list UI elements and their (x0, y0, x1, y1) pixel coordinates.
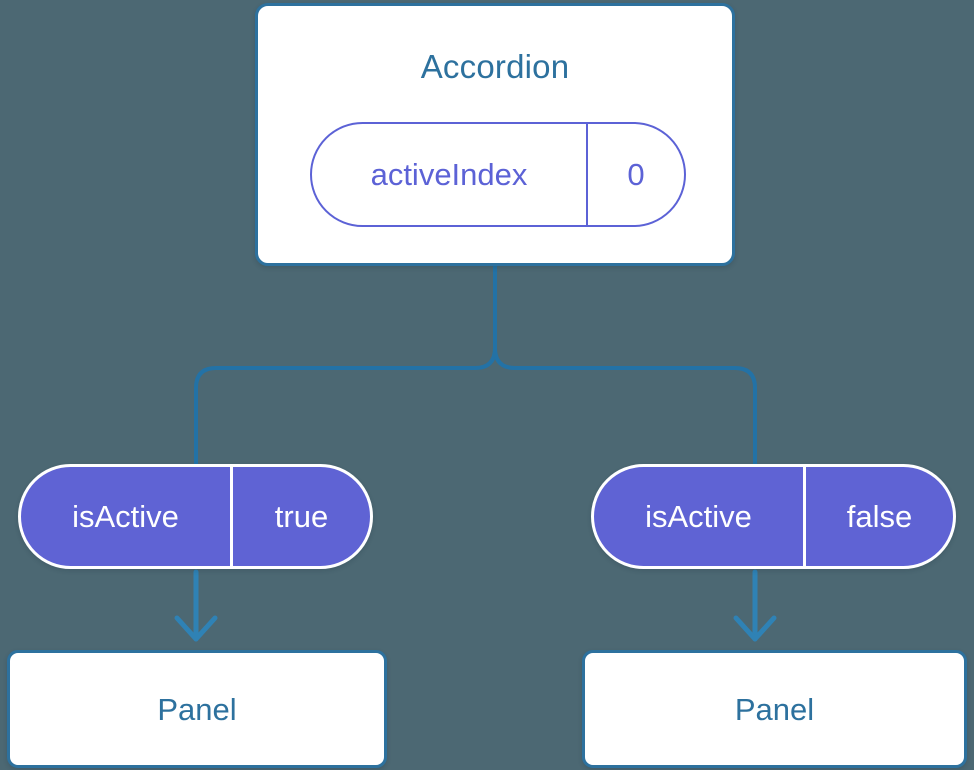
branch-line-left (194, 264, 497, 466)
prop-pill-key: isActive (594, 467, 806, 566)
arrow-down-icon-left (174, 569, 218, 642)
accordion-node[interactable]: Accordion activeIndex 0 (255, 3, 735, 266)
branch-line-right (493, 264, 757, 466)
panel-node-title: Panel (734, 691, 815, 727)
panel-node-right[interactable]: Panel (582, 650, 967, 768)
panel-node-title: Panel (157, 691, 237, 727)
prop-pill-key: isActive (21, 467, 233, 566)
prop-pill-value: false (846, 498, 913, 534)
state-pill-key: activeIndex (312, 124, 588, 225)
panel-node-left[interactable]: Panel (7, 650, 387, 768)
prop-pill-is-active-left[interactable]: isActive true (18, 464, 373, 569)
state-pill-value: 0 (627, 156, 645, 192)
prop-pill-is-active-right[interactable]: isActive false (591, 464, 956, 569)
prop-pill-value: true (274, 498, 329, 534)
arrow-down-icon-right (733, 569, 777, 642)
accordion-node-title: Accordion (420, 48, 570, 85)
state-pill-active-index[interactable]: activeIndex 0 (310, 122, 686, 227)
